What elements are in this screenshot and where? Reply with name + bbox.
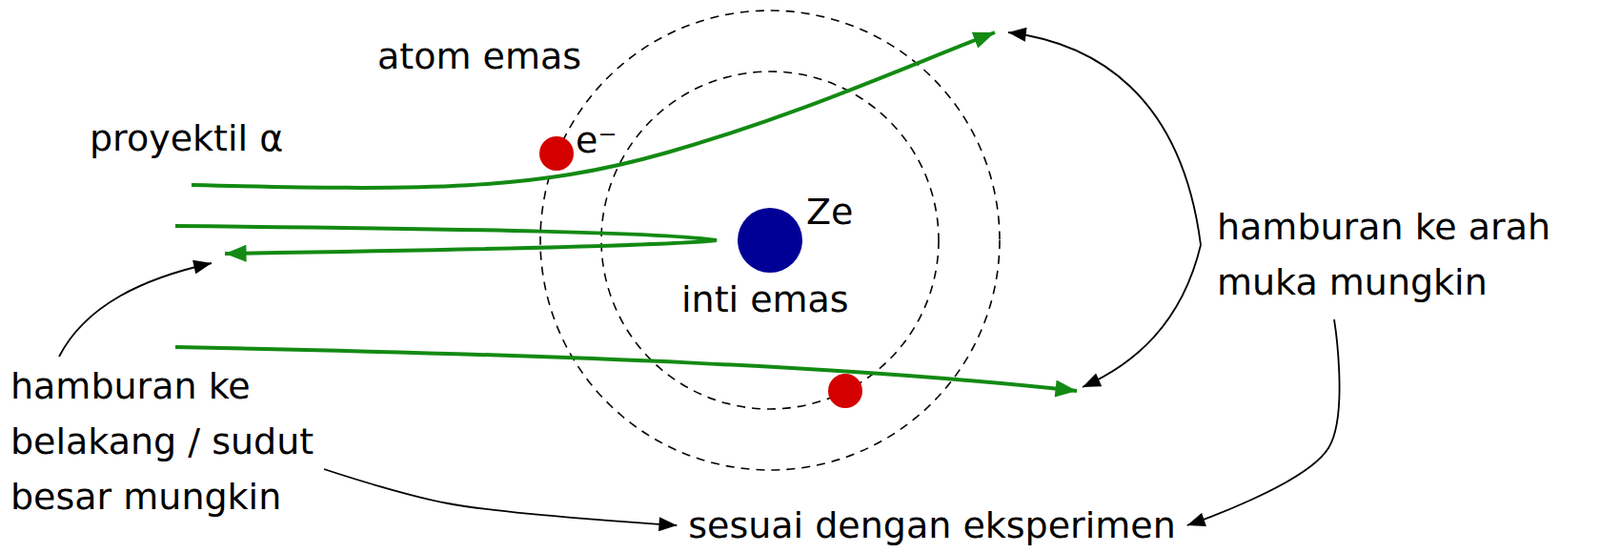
alpha-trajectory xyxy=(191,32,995,188)
alpha-trajectory xyxy=(175,225,717,254)
inner-atom-orbit xyxy=(601,71,939,409)
atom-label: atom emas xyxy=(377,28,582,84)
nucleus-label: inti emas xyxy=(681,271,850,327)
charge-label: Ze xyxy=(806,183,853,240)
outer-atom-orbit xyxy=(540,10,1000,470)
projectile-label: proyektil α xyxy=(89,110,284,166)
gold-nucleus xyxy=(737,207,803,273)
electron xyxy=(828,373,863,408)
electron-label: e⁻ xyxy=(575,112,617,168)
bracket-leader xyxy=(1008,32,1201,387)
alpha-trajectory xyxy=(175,346,1077,391)
electron xyxy=(539,136,574,171)
leader-line xyxy=(59,263,212,357)
conclusion-note: sesuai dengan eksperimen xyxy=(688,504,1175,547)
backward-note: hamburan ke belakang / sudut besar mungk… xyxy=(10,358,335,525)
forward-note: hamburan ke arah muka mungkin xyxy=(1216,199,1594,310)
leader-line xyxy=(324,468,677,526)
leader-line xyxy=(1187,319,1340,526)
